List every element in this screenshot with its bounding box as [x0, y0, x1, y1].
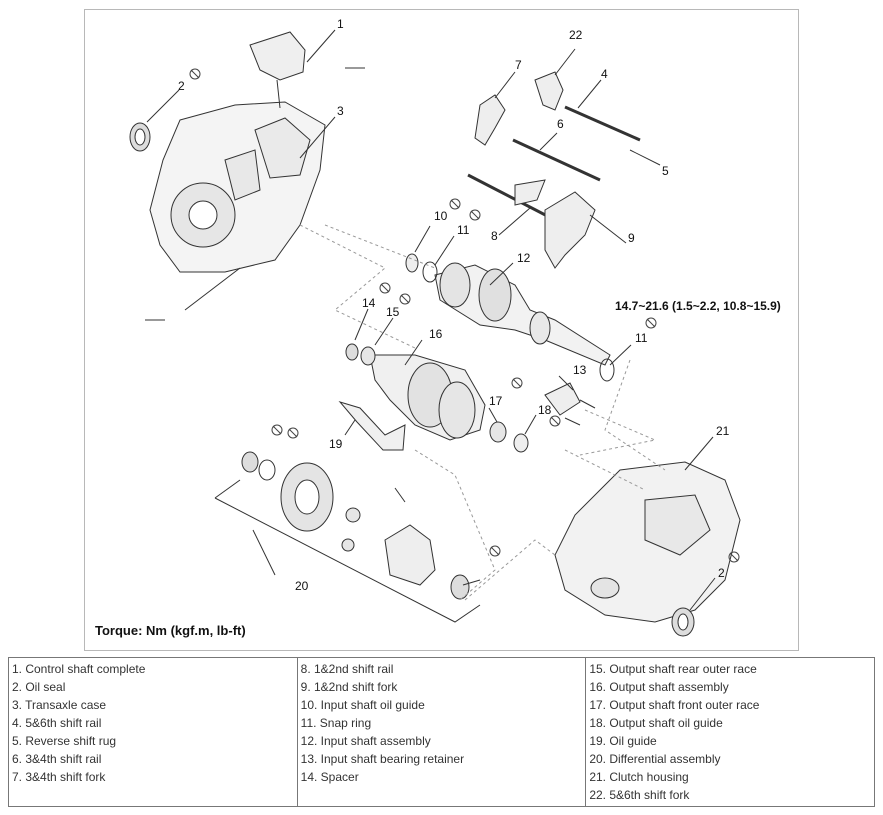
control-shaft-shape — [249, 31, 306, 81]
legend-item: 17. Output shaft front outer race — [589, 698, 760, 712]
legend-item: 11. Snap ring — [300, 716, 372, 730]
oil-guide-19-shape — [338, 401, 406, 451]
exploded-view-figure: 1 2 3 4 5 6 7 8 9 10 11 12 13 14 15 16 1… — [84, 9, 799, 651]
callout-5: 5 — [662, 164, 669, 178]
legend-item: 21. Clutch housing — [589, 770, 689, 784]
legend-item: 10. Input shaft oil guide — [300, 698, 425, 712]
callout-16: 16 — [429, 327, 443, 341]
callout-10: 10 — [434, 209, 448, 223]
shift-fork-7-shape — [474, 94, 506, 146]
legend-row: 1. Control shaft complete 2. Oil seal 3.… — [8, 657, 875, 807]
legend-item: 16. Output shaft assembly — [589, 680, 729, 694]
callout-3: 3 — [337, 104, 344, 118]
legend-item: 3. Transaxle case — [12, 698, 107, 712]
callout-1: 1 — [337, 17, 344, 31]
torque-units-note: Torque: Nm (kgf.m, lb-ft) — [95, 623, 246, 638]
legend-item: 5. Reverse shift rug — [12, 734, 117, 748]
legend-item: 22. 5&6th shift fork — [589, 788, 690, 802]
callout-2-right: 2 — [718, 566, 725, 580]
legend-item: 13. Input shaft bearing retainer — [300, 752, 465, 766]
legend-item: 20. Differential assembly — [589, 752, 721, 766]
callout-7: 7 — [515, 58, 522, 72]
legend-column-2: 8. 1&2nd shift rail 9. 1&2nd shift fork … — [296, 657, 587, 807]
callout-20: 20 — [295, 579, 309, 593]
legend-item: 6. 3&4th shift rail — [12, 752, 102, 766]
shift-rail-6-shape — [512, 138, 601, 182]
callout-14: 14 — [362, 296, 376, 310]
callout-18: 18 — [538, 403, 552, 417]
callout-2-left: 2 — [178, 79, 185, 93]
shift-rail-4-shape — [564, 105, 641, 142]
clutch-housing-shape — [554, 461, 741, 623]
legend-item: 2. Oil seal — [12, 680, 66, 694]
shift-rail-8-shape — [467, 173, 556, 222]
input-shaft-oil-guide-shape — [405, 253, 419, 273]
legend-item: 8. 1&2nd shift rail — [300, 662, 394, 676]
output-oil-guide-shape — [513, 433, 529, 453]
differential-case-shape — [384, 524, 436, 586]
legend-item: 9. 1&2nd shift fork — [300, 680, 398, 694]
legend-item: 14. Spacer — [300, 770, 359, 784]
callout-13: 13 — [573, 363, 587, 377]
callout-17: 17 — [489, 394, 503, 408]
spacer-shape — [345, 343, 359, 361]
legend-item: 4. 5&6th shift rail — [12, 716, 102, 730]
torque-spec-label: 14.7~21.6 (1.5~2.2, 10.8~15.9) — [615, 299, 781, 313]
legend-column-3: 15. Output shaft rear outer race 16. Out… — [585, 657, 875, 807]
callout-6: 6 — [557, 117, 564, 131]
callout-19: 19 — [329, 437, 343, 451]
parts-legend-table: 1. Control shaft complete 2. Oil seal 3.… — [8, 657, 875, 807]
shift-fork-9-shape — [544, 191, 596, 269]
do-not-reuse-icon — [189, 68, 740, 563]
legend-item: 19. Oil guide — [589, 734, 657, 748]
callout-11a: 11 — [457, 223, 470, 237]
transaxle-exploded-diagram: 1 2 3 4 5 6 7 8 9 10 11 12 13 14 15 16 1… — [129, 17, 781, 637]
output-front-race-shape — [489, 421, 507, 443]
output-rear-race-shape — [360, 346, 376, 366]
legend-item: 7. 3&4th shift fork — [12, 770, 106, 784]
legend-item: 12. Input shaft assembly — [300, 734, 431, 748]
callout-22: 22 — [569, 28, 583, 42]
callout-8: 8 — [491, 229, 498, 243]
callout-21: 21 — [716, 424, 730, 438]
callout-4: 4 — [601, 67, 608, 81]
snap-ring-11a-shape — [422, 261, 438, 283]
callout-12: 12 — [517, 251, 531, 265]
bearing-retainer-shape — [544, 382, 581, 416]
legend-item: 18. Output shaft oil guide — [589, 716, 723, 730]
callout-11b: 11 — [635, 331, 648, 345]
legend-column-1: 1. Control shaft complete 2. Oil seal 3.… — [8, 657, 298, 807]
snap-ring-11b-shape — [599, 358, 615, 382]
callout-9: 9 — [628, 231, 635, 245]
shift-fork-22-shape — [534, 71, 564, 111]
legend-item: 1. Control shaft complete — [12, 662, 146, 676]
legend-item: 15. Output shaft rear outer race — [589, 662, 757, 676]
callout-15: 15 — [386, 305, 400, 319]
